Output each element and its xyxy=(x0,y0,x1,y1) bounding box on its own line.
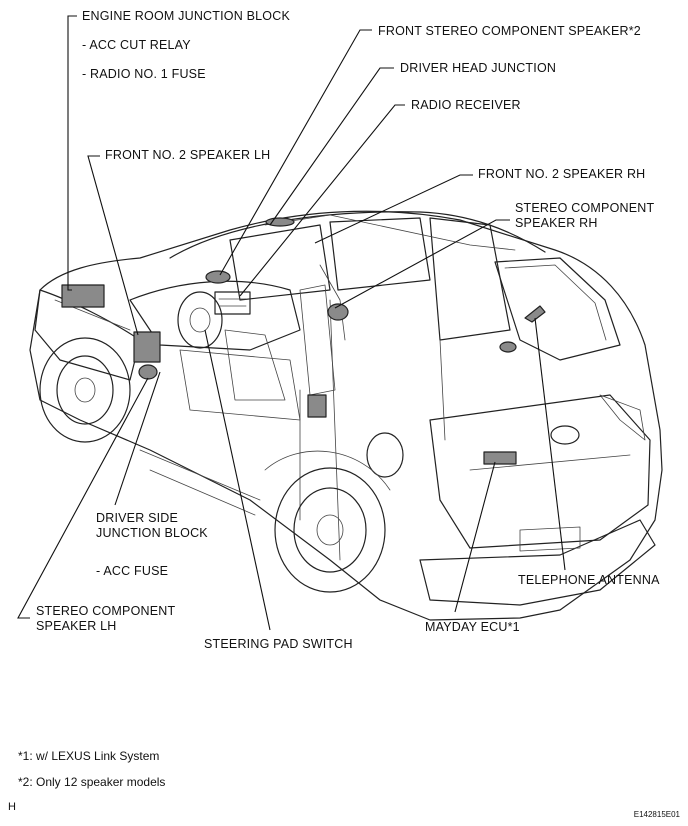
leader-engine-room-junction-block xyxy=(67,15,77,291)
side-windows xyxy=(229,224,331,301)
stereo-component-speaker-lh-part xyxy=(138,364,158,380)
label-driver-side-junction-block: DRIVER SIDE JUNCTION BLOCK xyxy=(96,511,208,540)
label-front-no2-speaker-lh: FRONT NO. 2 SPEAKER LH xyxy=(105,148,271,162)
rear-speaker-rh xyxy=(327,303,349,321)
label-engine-room-junction-block: ENGINE ROOM JUNCTION BLOCK xyxy=(82,9,290,23)
rear-emblem xyxy=(550,425,580,445)
leader-front-no2-speaker-lh xyxy=(87,155,139,336)
b-pillar-speaker xyxy=(307,394,327,418)
vehicle-drawing xyxy=(29,210,663,621)
leader-driver-head-junction xyxy=(269,67,394,226)
leader-steering-pad-switch xyxy=(204,329,271,631)
label-stereo-component-speaker-rh: STEREO COMPONENT SPEAKER RH xyxy=(515,201,655,230)
leader-radio-receiver xyxy=(239,104,405,297)
telephone-antenna-part xyxy=(524,305,546,323)
label-stereo-component-speaker-lh: STEREO COMPONENT SPEAKER LH xyxy=(36,604,176,633)
radio-receiver-unit xyxy=(214,291,251,315)
label-radio-receiver: RADIO RECEIVER xyxy=(411,98,521,112)
label-radio-no1-fuse: - RADIO NO. 1 FUSE xyxy=(82,67,206,81)
fuel-door xyxy=(366,432,404,478)
roof-line xyxy=(169,211,546,259)
steering-wheel xyxy=(177,291,223,349)
leader-front-no2-speaker-rh xyxy=(314,174,473,244)
rear-bumper xyxy=(419,519,656,606)
dashboard xyxy=(129,280,301,351)
label-driver-head-junction: DRIVER HEAD JUNCTION xyxy=(400,61,557,75)
rear-hatch xyxy=(429,394,651,549)
leader-lines xyxy=(17,15,566,631)
figure-code: E142815E01 xyxy=(633,810,680,819)
rear-speaker xyxy=(499,341,517,353)
leader-front-stereo-component-speaker xyxy=(219,29,372,276)
label-mayday-ecu: MAYDAY ECU*1 xyxy=(425,620,520,634)
rear-window xyxy=(494,257,621,361)
engine-room-junction-block-part xyxy=(61,284,105,308)
leader-stereo-component-speaker-rh xyxy=(334,219,510,309)
driver-side-junction-block-part xyxy=(133,331,161,363)
label-front-no2-speaker-rh: FRONT NO. 2 SPEAKER RH xyxy=(478,167,646,181)
label-acc-fuse: - ACC FUSE xyxy=(96,564,169,578)
leader-stereo-component-speaker-lh xyxy=(17,377,149,619)
corner-letter: H xyxy=(8,801,16,813)
front-wheel xyxy=(39,337,131,443)
leader-driver-side-junction-block xyxy=(114,371,161,506)
mayday-ecu-part xyxy=(483,451,517,465)
leader-telephone-antenna xyxy=(534,317,566,571)
label-acc-cut-relay: - ACC CUT RELAY xyxy=(82,38,191,52)
rear-wheel xyxy=(274,467,386,593)
label-front-stereo-component-speaker: FRONT STEREO COMPONENT SPEAKER*2 xyxy=(378,24,641,38)
leader-mayday-ecu xyxy=(454,461,496,613)
front-stereo-speaker xyxy=(205,270,231,284)
footnote-1: *1: w/ LEXUS Link System xyxy=(18,749,160,763)
footnote-2: *2: Only 12 speaker models xyxy=(18,775,166,789)
label-telephone-antenna: TELEPHONE ANTENNA xyxy=(518,573,660,587)
label-steering-pad-switch: STEERING PAD SWITCH xyxy=(204,637,353,651)
